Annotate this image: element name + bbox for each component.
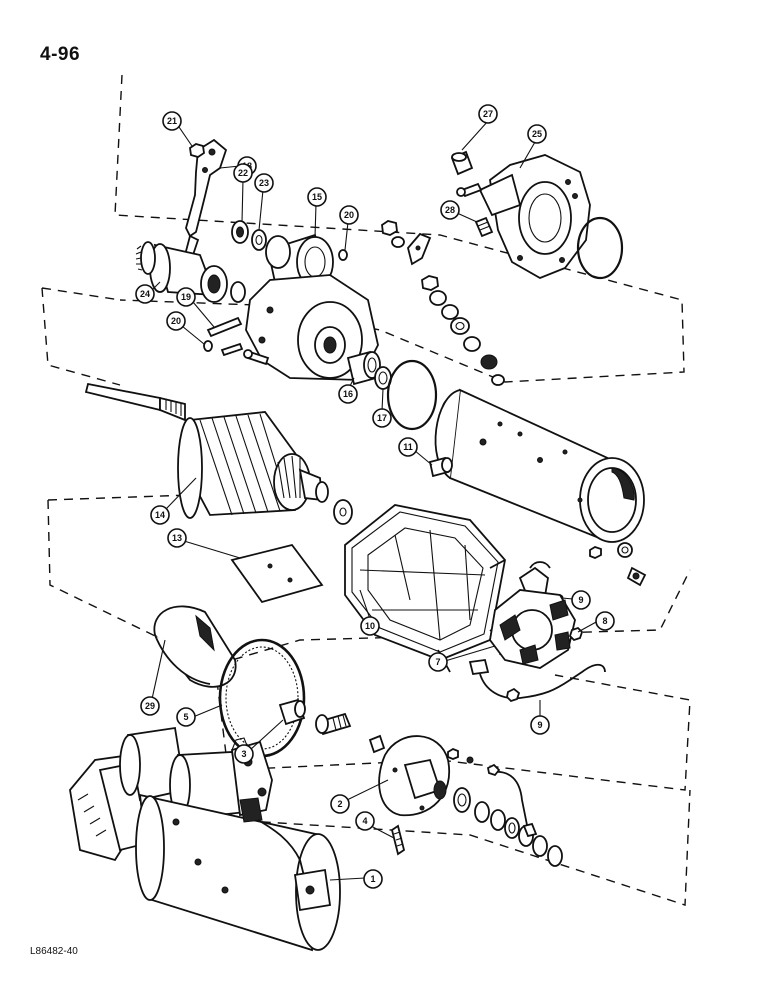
callout-21: 21: [162, 111, 182, 131]
svg-text:14: 14: [155, 510, 165, 520]
callout-11: 11: [398, 437, 418, 457]
callout-7: 7: [428, 652, 448, 672]
svg-text:23: 23: [259, 178, 269, 188]
pin-19: [206, 316, 244, 357]
drive-pinion-assembly: [135, 241, 246, 303]
plug-small: [368, 734, 386, 754]
callout-24: 24: [135, 284, 155, 304]
svg-text:3: 3: [241, 749, 246, 759]
field-frame: [434, 388, 645, 543]
svg-text:28: 28: [445, 205, 455, 215]
callout-29: 29: [140, 696, 160, 716]
drive-housing: [245, 233, 379, 381]
housing-screw: [243, 349, 270, 366]
svg-text:29: 29: [145, 701, 155, 711]
callout-25: 25: [527, 124, 547, 144]
o-ring-large: [386, 359, 438, 431]
bushing-27: [450, 150, 474, 176]
svg-text:25: 25: [532, 129, 542, 139]
callout-20a: 20: [339, 205, 359, 225]
svg-text:22: 22: [238, 168, 248, 178]
bushing-22: [231, 220, 249, 244]
callout-20b: 20: [166, 311, 186, 331]
plug-20a: [338, 249, 348, 261]
svg-text:24: 24: [140, 289, 150, 299]
brush-lead-9b: [468, 659, 606, 703]
svg-text:15: 15: [312, 192, 322, 202]
svg-text:5: 5: [183, 712, 188, 722]
svg-text:8: 8: [602, 616, 607, 626]
group-boundary-frame: [41, 287, 121, 386]
svg-text:27: 27: [483, 109, 493, 119]
callout-19: 19: [176, 287, 196, 307]
terminal-hardware-stack: [381, 220, 505, 386]
callout-8: 8: [595, 611, 615, 631]
svg-text:4: 4: [362, 816, 367, 826]
stud-28: [456, 182, 494, 238]
svg-text:7: 7: [435, 657, 440, 667]
svg-text:2: 2: [337, 799, 342, 809]
svg-text:9: 9: [578, 595, 583, 605]
svg-text:20: 20: [171, 316, 181, 326]
starter-motor-assembly-1: [69, 726, 341, 952]
insulator-13: [230, 543, 324, 604]
callout-5: 5: [176, 707, 196, 727]
svg-text:19: 19: [181, 292, 191, 302]
svg-text:21: 21: [167, 116, 177, 126]
page-number: 4-96: [40, 44, 81, 65]
callout-9a: 9: [571, 590, 591, 610]
armature-14: [84, 382, 329, 519]
svg-text:10: 10: [365, 621, 375, 631]
svg-text:17: 17: [377, 413, 387, 423]
callout-17: 17: [372, 408, 392, 428]
brush-spring-8: [568, 626, 584, 642]
pin-4: [390, 824, 406, 856]
svg-text:1: 1: [370, 874, 375, 884]
bushing-3: [278, 698, 306, 726]
plug-20b: [203, 340, 213, 352]
svg-text:11: 11: [403, 442, 413, 452]
commutator-end-plate-2: [378, 735, 451, 817]
callout-16: 16: [338, 384, 358, 404]
svg-text:16: 16: [343, 389, 353, 399]
o-ring-25: [576, 216, 624, 280]
drive-end-frame-25: [478, 154, 591, 279]
callout-3: 3: [234, 744, 254, 764]
figure-code: L86482-40: [30, 946, 78, 957]
callout-leaders: [151, 120, 599, 881]
callout-22: 22: [233, 163, 253, 183]
svg-text:9: 9: [537, 720, 542, 730]
callout-23: 23: [254, 173, 274, 193]
callout-10: 10: [360, 616, 380, 636]
field-coils-10: [344, 504, 507, 673]
frame-terminal-parts: [589, 542, 647, 587]
terminal-lead: [486, 763, 538, 838]
group-boundary-drive-end: [114, 74, 685, 383]
group-boundary-brush: [214, 664, 691, 791]
callout-28: 28: [440, 200, 460, 220]
through-bolt: [315, 712, 352, 736]
callout-15: 15: [307, 187, 327, 207]
brush-cover-band: [153, 605, 237, 688]
svg-text:20: 20: [344, 210, 354, 220]
callout-9b: 9: [530, 715, 550, 735]
group-boundary-field: [47, 494, 691, 666]
svg-text:13: 13: [172, 533, 182, 543]
end-plate-hardware: [433, 747, 563, 867]
callout-27: 27: [478, 104, 498, 124]
callout-13: 13: [167, 528, 187, 548]
washer-23: [251, 229, 267, 251]
callout-1: 1: [363, 869, 383, 889]
callout-14: 14: [150, 505, 170, 525]
callout-4: 4: [355, 811, 375, 831]
armature-washer: [333, 499, 353, 525]
callout-2: 2: [330, 794, 350, 814]
nut-21: [189, 143, 205, 158]
pole-shoe-screw-11: [428, 456, 453, 478]
shift-lever: [183, 138, 228, 260]
brush-holder-plate-7: [489, 589, 576, 669]
